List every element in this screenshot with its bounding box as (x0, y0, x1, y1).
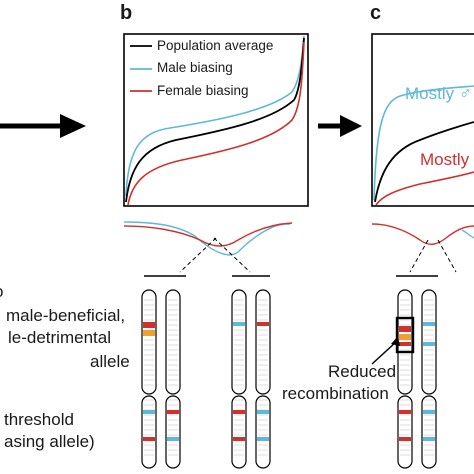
panel-c-label-mostly-female: Mostly (420, 150, 470, 169)
panel-c-distributions (371, 223, 474, 245)
arrow-a-to-b (0, 114, 86, 138)
chromosome-b1-upper-arm (141, 289, 157, 395)
left-text-line1: male-beneficial, (6, 306, 126, 325)
chromosome-c1 (397, 289, 413, 469)
panel-b-dist-male (123, 221, 290, 256)
reduced-recombination-arrow (371, 336, 400, 365)
panel-b-curve-female (127, 41, 305, 206)
chromosome-b1-allele-band-1 (143, 330, 155, 336)
chromosome-c2-allele-band-0 (423, 322, 435, 326)
legend-label-female: Female biasing (157, 83, 249, 98)
panel-c-label-mostly-male: Mostly ♂ (405, 84, 472, 103)
panel-label-c: c (370, 2, 382, 24)
panel-b-curve-average (125, 37, 305, 203)
chromosome-b4-lower-arm (255, 395, 271, 469)
panel-c-dist-female (371, 223, 474, 245)
panel-b-curves (125, 35, 305, 206)
chromosome-b3-upper-arm (231, 289, 247, 395)
chromosome-b2-allele-band-0 (167, 410, 179, 414)
arrow-b-to-c (318, 115, 362, 137)
chromosome-c2-allele-band-1 (423, 342, 435, 346)
chromosome-b1-allele-band-0 (143, 322, 155, 328)
panel-label-b: b (120, 2, 133, 24)
chromosome-b2-lower-arm (165, 395, 181, 469)
chromosome-c2-allele-band-2 (423, 410, 435, 414)
legend-label-male: Male biasing (157, 60, 233, 75)
panel-b-plot-frame (123, 33, 309, 207)
panel-b-legend (130, 45, 152, 92)
panel-c-dist-male (461, 229, 474, 239)
chromosome-b3 (231, 289, 247, 469)
chromosome-b1 (141, 289, 157, 469)
chromosome-b1-allele-band-2 (143, 410, 155, 414)
chromosome-b1-allele-band-3 (143, 437, 155, 441)
chromosome-b2-allele-band-1 (167, 437, 179, 441)
annotation-reduced: Reduced (328, 362, 397, 381)
chromosome-b2-upper-arm (165, 289, 181, 395)
panel-c-dash-right (437, 239, 457, 273)
left-text-line5: asing allele) (4, 432, 95, 451)
legend-label-average: Population average (157, 38, 274, 53)
reduced-recombination-region (395, 316, 415, 354)
chromosome-b4 (255, 289, 271, 469)
panel-c-curve-male (373, 85, 474, 201)
chromosome-b4-allele-band-0 (257, 322, 269, 326)
chromosome-c1-allele-band-2 (399, 342, 411, 346)
panel-b-dash-left (179, 237, 217, 273)
chromosome-b3-allele-band-0 (233, 322, 245, 326)
panel-b-curve-male (125, 35, 305, 197)
chromosome-c2-lower-arm (421, 395, 437, 469)
chromosome-b3-allele-band-2 (233, 437, 245, 441)
chromosome-c1-allele-band-4 (399, 437, 411, 441)
annotation-recombination: recombination (282, 384, 389, 403)
panel-c-plot-frame (371, 33, 474, 207)
panel-c-curve-female (375, 171, 474, 206)
panel-c-curve-average (374, 121, 474, 203)
chromosome-b4-upper-arm (255, 289, 271, 395)
chromosome-c2 (421, 289, 437, 469)
chromosome-c1-allele-band-0 (399, 326, 411, 332)
chromosome-c2-allele-band-3 (423, 437, 435, 441)
panel-c-curves (373, 85, 474, 206)
panel-c-dash-left (409, 239, 429, 273)
left-text-line2: le-detrimental (8, 328, 111, 347)
chromosome-b4-allele-band-2 (257, 437, 269, 441)
chromosome-c1-allele-band-1 (399, 334, 411, 340)
left-text-line3: allele (90, 352, 130, 371)
chromosome-b2 (165, 289, 181, 469)
panel-b-dist-female (123, 222, 293, 247)
left-text-line4: threshold (4, 410, 74, 429)
panel-b-dash-right (213, 237, 251, 273)
chromosome-b4-allele-band-1 (257, 410, 269, 414)
chromosome-b3-allele-band-1 (233, 410, 245, 414)
chromosomes (141, 289, 437, 469)
chromosome-b3-lower-arm (231, 395, 247, 469)
panel-b-distributions (123, 221, 293, 256)
chromosome-c1-lower-arm (397, 395, 413, 469)
chromosome-b1-lower-arm (141, 395, 157, 469)
left-text-cut-char: o (0, 282, 3, 302)
chromosome-c1-allele-band-3 (399, 410, 411, 414)
